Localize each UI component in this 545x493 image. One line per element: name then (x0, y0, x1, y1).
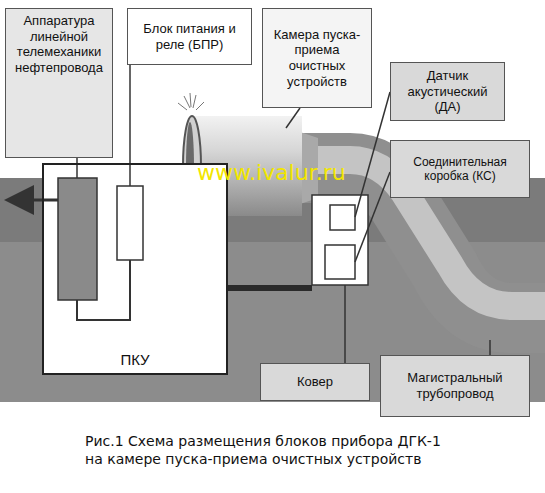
equipment-box: Аппаратура линейной телемеханики нефтепр… (5, 8, 113, 158)
node-text: Аппаратура линейной телемеханики нефтепр… (11, 13, 107, 75)
output-arrow (10, 199, 58, 202)
node-text: Ковер (297, 374, 333, 390)
terminal-square (325, 245, 355, 279)
figure-caption: Рис.1 Схема размещения блоков прибора ДГ… (85, 432, 460, 468)
cable (228, 285, 312, 291)
node-text: ПКУ (120, 351, 149, 369)
power-relay-unit (117, 186, 143, 260)
node-text: Блок питания и реле (БПР) (133, 21, 246, 52)
equipment-box: Камера пуска-приема очистных устройств (262, 8, 372, 108)
pku-fill (42, 163, 228, 375)
node-text: Магистральный трубопровод (386, 370, 524, 401)
sensor-square (330, 205, 355, 230)
junction-box (312, 195, 368, 285)
node-text: Соединительная коробка (КС) (396, 155, 524, 184)
internal-wire (77, 260, 130, 320)
spark-lines (178, 93, 204, 110)
telemetry-unit (58, 178, 97, 300)
watermark: www.ivalur.ru (197, 160, 346, 185)
sensor-box: Датчик акустический (ДА) (390, 62, 505, 121)
junction-label-box: Соединительная коробка (КС) (390, 140, 530, 198)
node-text: Датчик акустический (ДА) (396, 68, 499, 115)
node-text: Камера пуска-приема очистных устройств (268, 27, 366, 89)
cover-box: Ковер (260, 363, 370, 401)
pipeline-box: Магистральный трубопровод (380, 355, 530, 417)
equipment-box: Блок питания и реле (БПР) (127, 8, 252, 65)
control-unit-box: ПКУ (42, 163, 228, 375)
